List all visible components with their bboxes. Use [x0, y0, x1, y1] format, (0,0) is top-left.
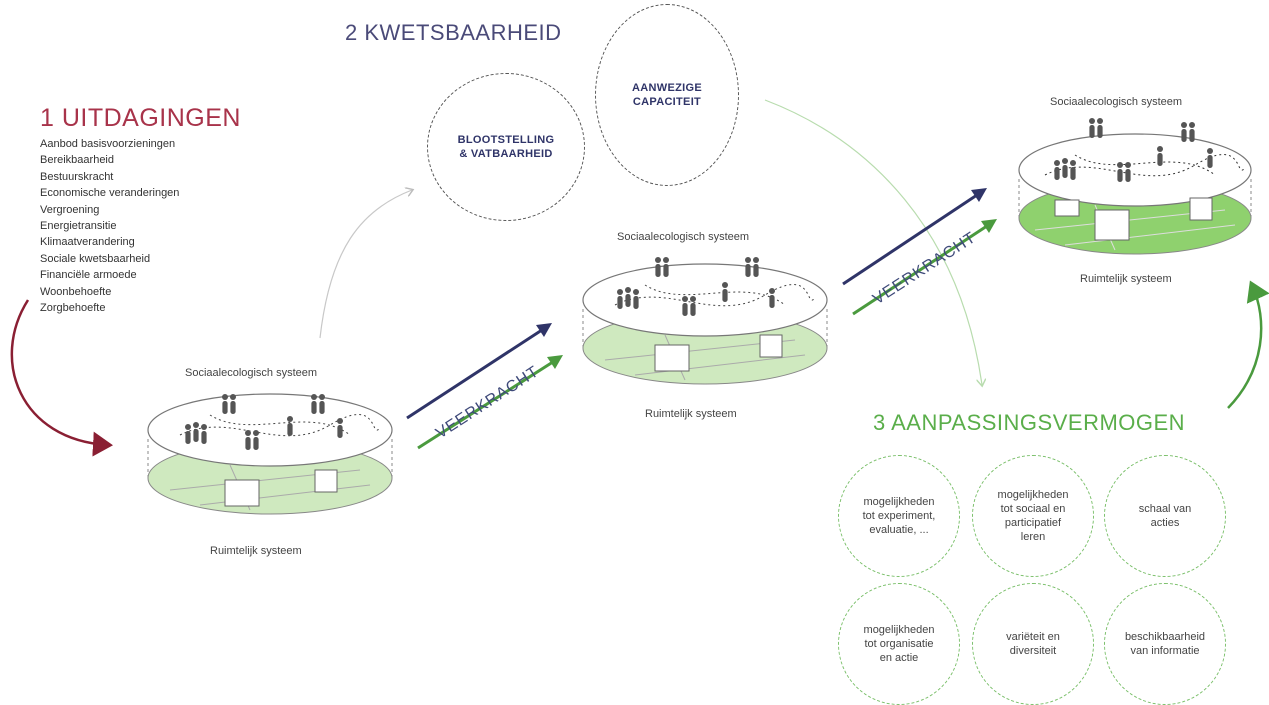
capacity-line-1: AANWEZIGE — [632, 82, 702, 94]
exposure-line-2: & VATBAARHEID — [459, 148, 553, 160]
vulnerability-title: 2 KWETSBAARHEID — [345, 20, 562, 45]
adaptive-circle-2: mogelijkheden tot sociaal en participatief… — [972, 455, 1094, 577]
circle-text: tot organisatie — [864, 638, 934, 650]
list-item: Woonbehoefte — [40, 285, 112, 298]
capacity-circle: AANWEZIGE CAPACITEIT — [595, 4, 739, 186]
list-item: Economische veranderingen — [40, 187, 180, 200]
spatial-system-label-3: Ruimtelijk systeem — [1080, 273, 1172, 285]
system-cylinder-2 — [582, 263, 828, 385]
list-item: Financiële armoede — [40, 269, 137, 282]
circle-text: leren — [1020, 531, 1046, 543]
circle-text: evaluatie, ... — [869, 524, 929, 536]
red-curved-arrow — [10, 299, 113, 457]
spatial-system-label-1: Ruimtelijk systeem — [210, 545, 302, 557]
circle-text: mogelijkheden — [863, 496, 935, 508]
spatial-system-label-2: Ruimtelijk systeem — [645, 408, 737, 420]
list-item: Aanbod basisvoorzieningen — [40, 138, 176, 150]
circle-text: mogelijkheden — [863, 624, 935, 636]
list-item: Sociale kwetsbaarheid — [40, 252, 151, 265]
exposure-circle: BLOOTSTELLING & VATBAARHEID — [427, 73, 585, 221]
system-cylinder-3 — [1018, 133, 1252, 255]
circle-text: van informatie — [1130, 645, 1200, 657]
resilience-arrows-2 — [842, 188, 997, 316]
connector-challenges-to-vulnerability — [319, 190, 412, 339]
circle-text: mogelijkheden — [997, 489, 1069, 501]
social-system-label-3: Sociaalecologisch systeem — [1050, 96, 1183, 108]
list-item: Vergroening — [40, 203, 100, 216]
circle-text: diversiteit — [1009, 645, 1057, 657]
social-system-label-1: Sociaalecologisch systeem — [185, 367, 318, 379]
challenges-title: 1 UITDAGINGEN — [40, 104, 241, 132]
list-item: Klimaatverandering — [40, 236, 135, 249]
list-item: Energietransitie — [40, 220, 117, 233]
resilience-arrows-1 — [406, 323, 563, 450]
adaptive-capacity-title: 3 AANPASSINGSVERMOGEN — [873, 410, 1186, 435]
list-item: Zorgbehoefte — [40, 302, 106, 315]
green-curved-arrow — [1227, 280, 1269, 409]
exposure-line-1: BLOOTSTELLING — [457, 134, 555, 146]
circle-text: schaal van — [1138, 503, 1192, 515]
circle-text: participatief — [1004, 517, 1062, 529]
adaptive-circle-5: variëteit en diversiteit — [972, 583, 1094, 705]
circle-text: tot sociaal en — [1000, 503, 1066, 515]
social-system-label-2: Sociaalecologisch systeem — [617, 231, 750, 243]
capacity-line-2: CAPACITEIT — [632, 96, 702, 108]
challenges-list: Aanbod basisvoorzieningen Bereikbaarheid… — [40, 136, 179, 316]
connector-capacity-to-adaptive — [764, 99, 982, 385]
list-item: Bereikbaarheid — [40, 154, 114, 167]
adaptive-circle-6: beschikbaarheid van informatie — [1104, 583, 1226, 705]
circle-text: acties — [1150, 517, 1180, 529]
circle-text: en actie — [879, 652, 919, 664]
adaptive-circle-1: mogelijkheden tot experiment, evaluatie, .… — [838, 455, 960, 577]
adaptive-circle-3: schaal van acties — [1104, 455, 1226, 577]
list-item: Bestuurskracht — [40, 170, 114, 183]
circle-text: beschikbaarheid — [1124, 631, 1206, 643]
adaptive-circle-4: mogelijkheden tot organisatie en actie — [838, 583, 960, 705]
system-cylinder-1 — [147, 393, 393, 515]
circle-text: tot experiment, — [862, 510, 936, 522]
circle-text: variëteit en — [1006, 631, 1060, 643]
